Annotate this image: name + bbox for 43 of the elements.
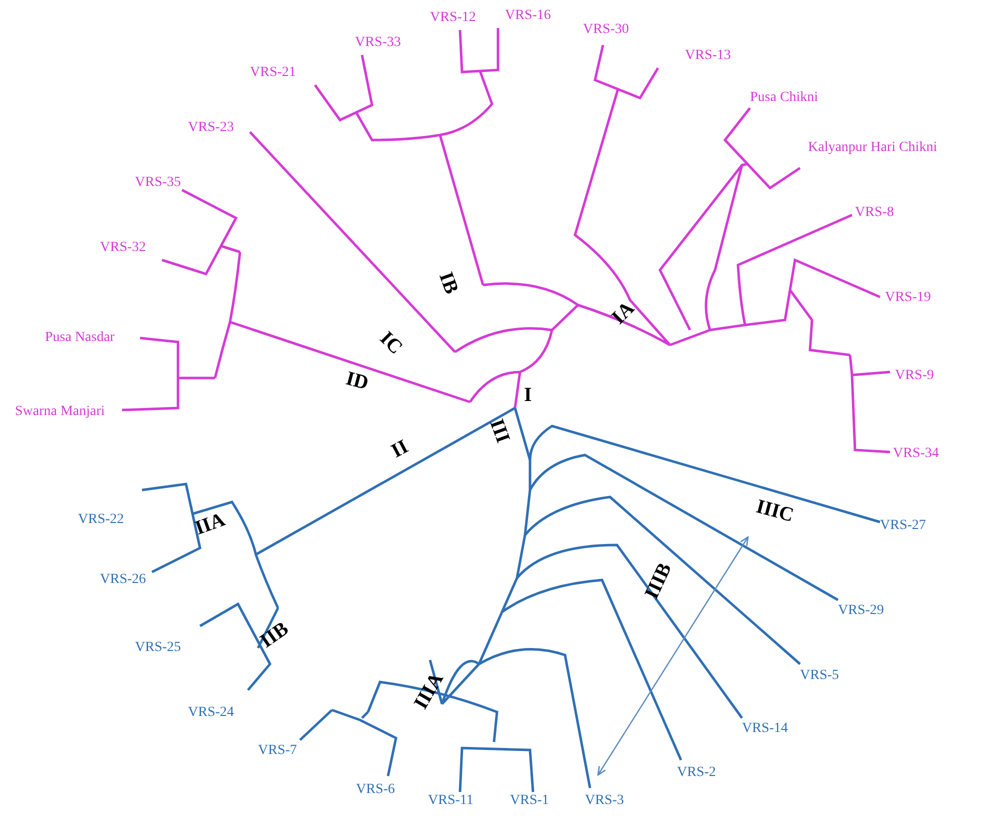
leaf-label: VRS-3 <box>585 793 624 809</box>
leaf-label: Kalyanpur Hari Chikni <box>808 140 938 156</box>
cluster-label: II <box>388 436 412 462</box>
leaf-label: VRS-7 <box>258 743 297 759</box>
leaf-label: VRS-2 <box>677 765 716 781</box>
leaf-label: VRS-5 <box>800 668 839 684</box>
leaf-label: VRS-34 <box>893 446 939 462</box>
leaf-label: VRS-25 <box>135 640 181 656</box>
leaf-label: VRS-8 <box>855 205 894 221</box>
cluster-label: IIIA <box>410 669 448 713</box>
leaf-label: VRS-1 <box>510 793 549 809</box>
cluster-label: IIIB <box>640 560 676 602</box>
leaf-label: VRS-26 <box>100 572 146 588</box>
cluster-label: IIIC <box>754 495 796 527</box>
cluster-label: IIA <box>192 508 228 540</box>
cluster-label: ID <box>344 368 371 394</box>
leaf-label: VRS-27 <box>880 518 926 534</box>
leaf-label: VRS-29 <box>838 603 884 619</box>
leaf-label: VRS-24 <box>188 705 234 721</box>
leaf-label: Swarna Manjari <box>15 404 105 420</box>
leaf-label: VRS-35 <box>135 175 181 191</box>
leaf-label: VRS-16 <box>505 8 551 24</box>
leaf-label: VRS-21 <box>250 65 296 81</box>
leaf-label: VRS-19 <box>885 290 931 306</box>
leaf-label: Pusa Nasdar <box>45 330 115 346</box>
leaf-label: VRS-13 <box>685 48 731 64</box>
leaf-label: VRS-12 <box>430 10 476 26</box>
leaf-label: VRS-11 <box>428 793 474 809</box>
leaf-label: VRS-32 <box>100 240 146 256</box>
cluster-label: IA <box>607 297 639 329</box>
cluster-label: I <box>524 384 532 406</box>
cluster-label: III <box>485 416 514 446</box>
cluster-label: IIB <box>256 618 293 652</box>
leaf-label: VRS-33 <box>355 35 401 51</box>
leaf-label: VRS-30 <box>583 22 629 38</box>
cluster-label: IB <box>434 269 462 297</box>
leaf-label: VRS-14 <box>742 721 788 737</box>
leaf-label: VRS-9 <box>895 368 934 384</box>
leaf-label: VRS-23 <box>188 120 234 136</box>
leaf-label: Pusa Chikni <box>750 90 818 106</box>
leaf-label: VRS-22 <box>78 512 124 528</box>
leaf-label: VRS-6 <box>356 782 395 798</box>
cluster-label: IC <box>375 327 407 359</box>
